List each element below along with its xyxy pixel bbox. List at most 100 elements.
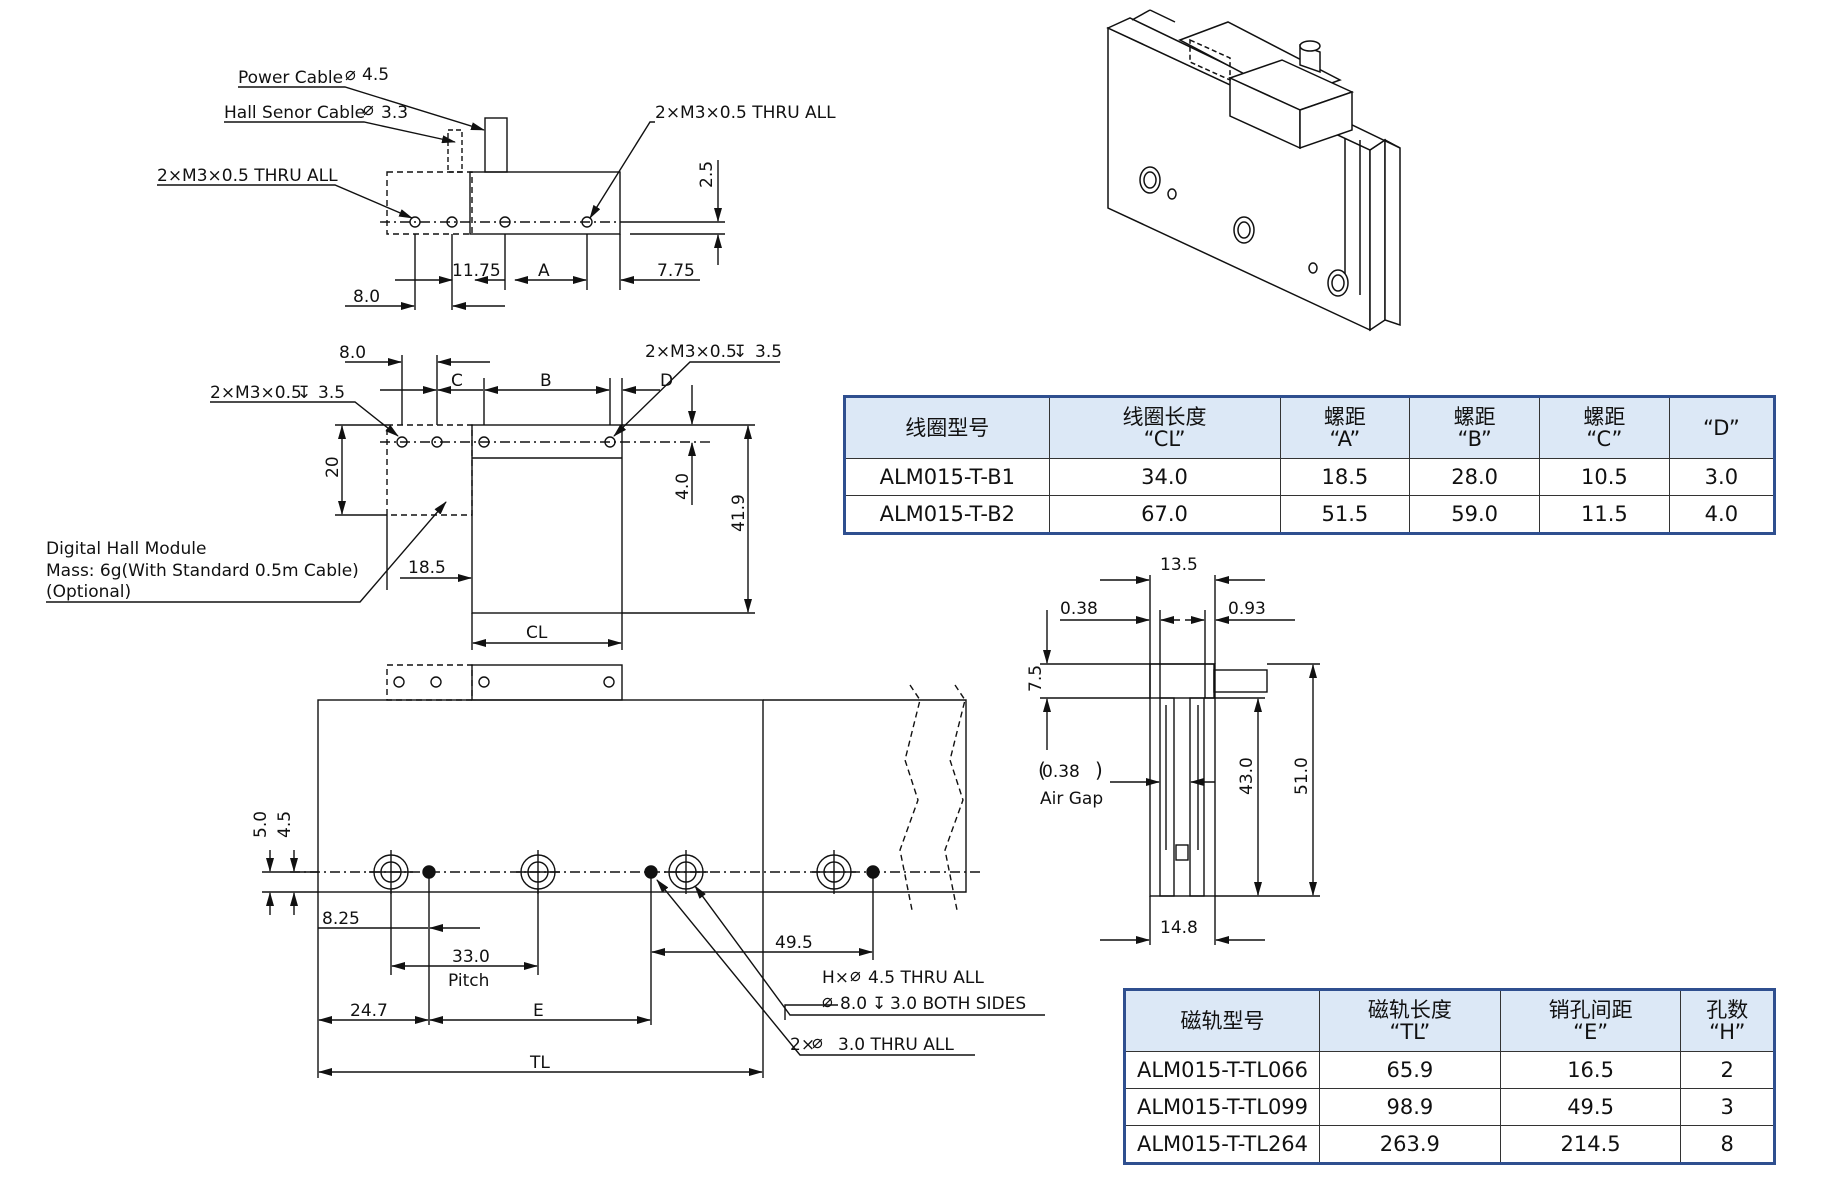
dim-cl: CL xyxy=(526,623,548,643)
isometric-model xyxy=(1106,9,1401,332)
table-cell: 49.5 xyxy=(1499,1088,1682,1126)
table-row: ALM015-T-B2 67.0 51.5 59.0 11.5 4.0 xyxy=(844,495,1776,534)
table-cell: 34.0 xyxy=(1048,458,1281,496)
table-cell: 214.5 xyxy=(1499,1125,1682,1164)
dim-a: A xyxy=(538,261,550,281)
pin-prefix: 2× xyxy=(790,1035,815,1055)
dim-24-7: 24.7 xyxy=(350,1001,388,1021)
hall-cable-label: Hall Senor Cable xyxy=(224,103,365,123)
paren-open: ( xyxy=(1038,758,1046,782)
dim-e: E xyxy=(533,1001,544,1021)
hall-cable-diameter: 3.3 xyxy=(381,103,408,123)
hall-module-title: Digital Hall Module xyxy=(46,539,206,559)
dim-14-8: 14.8 xyxy=(1160,918,1198,938)
dim-2-5: 2.5 xyxy=(697,161,717,188)
table-cell: ALM015-T-TL264 xyxy=(1124,1125,1320,1164)
table-header-row: 磁轨型号 磁轨长度“TL” 销孔间距“E” 孔数“H” xyxy=(1124,989,1775,1052)
table-cell: 98.9 xyxy=(1319,1088,1501,1126)
track-spec-table: 磁轨型号 磁轨长度“TL” 销孔间距“E” 孔数“H” ALM015-T-TL0… xyxy=(1123,988,1776,1165)
dim-11-75: 11.75 xyxy=(452,261,501,281)
cbore-depth: 3.0 BOTH SIDES xyxy=(890,994,1026,1014)
dim-4-0: 4.0 xyxy=(673,473,693,500)
table-cell: ALM015-T-B2 xyxy=(844,495,1050,534)
dim-5-0: 5.0 xyxy=(251,811,271,838)
dim-18-5: 18.5 xyxy=(408,558,446,578)
dim-tl: TL xyxy=(529,1053,550,1073)
table-header: 螺距“A” xyxy=(1279,396,1411,459)
dim-33-0: 33.0 xyxy=(452,947,490,967)
table-cell: 65.9 xyxy=(1319,1051,1501,1089)
thru-all-left-label: 2×M3×0.5 THRU ALL xyxy=(157,166,338,186)
dim-0-38-gap: 0.38 xyxy=(1042,762,1080,782)
dim-0-93: 0.93 xyxy=(1228,599,1266,619)
table-cell: 4.0 xyxy=(1668,495,1776,534)
depth-left-value: 3.5 xyxy=(318,383,345,403)
dim-20: 20 xyxy=(323,456,343,478)
coil-spec-table: 线圈型号 线圈长度“CL” 螺距“A” 螺距“B” 螺距“C” “D” ALM0… xyxy=(843,395,1776,535)
table-cell: ALM015-T-TL099 xyxy=(1124,1088,1320,1126)
dim-43-0: 43.0 xyxy=(1237,757,1257,795)
depth-right-label: 2×M3×0.5 xyxy=(645,342,737,362)
depth-icon: ↧ xyxy=(733,342,747,362)
coil-plan-view xyxy=(46,355,780,650)
h-prefix: H× xyxy=(822,968,849,988)
coil-top-view xyxy=(157,86,725,310)
table-header: 螺距“B” xyxy=(1409,396,1540,459)
table-header: 线圈长度“CL” xyxy=(1048,396,1281,459)
dim-0-38-top: 0.38 xyxy=(1060,599,1098,619)
table-header-row: 线圈型号 线圈长度“CL” 螺距“A” 螺距“B” 螺距“C” “D” xyxy=(844,396,1776,459)
paren-close: ) xyxy=(1095,758,1103,782)
cbore-value: 8.0 xyxy=(840,994,867,1014)
table-row: ALM015-T-TL066 65.9 16.5 2 xyxy=(1124,1051,1775,1089)
dim-51-0: 51.0 xyxy=(1292,757,1312,795)
depth-icon: ↧ xyxy=(297,383,311,403)
cross-section-view xyxy=(1040,575,1320,945)
h-thru-value: 4.5 THRU ALL xyxy=(868,968,984,988)
depth-left-label: 2×M3×0.5 xyxy=(210,383,302,403)
table-cell: 67.0 xyxy=(1048,495,1281,534)
table-cell: ALM015-T-TL066 xyxy=(1124,1051,1320,1089)
dim-41-9: 41.9 xyxy=(729,494,749,532)
power-cable-diameter: 4.5 xyxy=(362,65,389,85)
table-cell: 11.5 xyxy=(1539,495,1670,534)
table-header: 磁轨长度“TL” xyxy=(1319,989,1501,1052)
table-header: “D” xyxy=(1668,396,1776,459)
table-cell: 18.5 xyxy=(1279,458,1411,496)
table-row: ALM015-T-TL099 98.9 49.5 3 xyxy=(1124,1088,1775,1126)
pitch-label: Pitch xyxy=(448,971,489,991)
dim-7-5: 7.5 xyxy=(1026,665,1046,692)
table-cell: 8 xyxy=(1680,1125,1775,1164)
diameter-icon: ⌀ xyxy=(345,64,356,85)
table-header: 销孔间距“E” xyxy=(1499,989,1682,1052)
table-cell: 51.5 xyxy=(1279,495,1411,534)
hall-module-mass: Mass: 6g(With Standard 0.5m Cable) xyxy=(46,561,359,581)
diameter-icon: ⌀ xyxy=(363,99,374,120)
dim-13-5: 13.5 xyxy=(1160,555,1198,575)
hall-module-optional: (Optional) xyxy=(46,582,131,602)
table-cell: 16.5 xyxy=(1499,1051,1682,1089)
pin-value: 3.0 THRU ALL xyxy=(838,1035,954,1055)
power-cable-label: Power Cable xyxy=(238,68,343,88)
table-header: 线圈型号 xyxy=(844,396,1050,459)
table-header: 螺距“C” xyxy=(1539,396,1670,459)
dim-d: D xyxy=(660,371,673,391)
dim-8-25: 8.25 xyxy=(322,909,360,929)
diameter-icon: ⌀ xyxy=(812,1032,823,1053)
depth-icon: ↧ xyxy=(872,994,886,1014)
table-cell: 28.0 xyxy=(1409,458,1540,496)
table-cell: 10.5 xyxy=(1539,458,1670,496)
thru-all-right-label: 2×M3×0.5 THRU ALL xyxy=(655,103,836,123)
dim-b: B xyxy=(540,371,552,391)
table-cell: 263.9 xyxy=(1319,1125,1501,1164)
depth-right-value: 3.5 xyxy=(755,342,782,362)
dim-49-5: 49.5 xyxy=(775,933,813,953)
dim-8-0-top: 8.0 xyxy=(353,287,380,307)
table-cell: 3.0 xyxy=(1668,458,1776,496)
track-side-view xyxy=(262,664,1045,1078)
table-cell: 59.0 xyxy=(1409,495,1540,534)
table-row: ALM015-T-TL264 263.9 214.5 8 xyxy=(1124,1125,1775,1164)
table-cell: 2 xyxy=(1680,1051,1775,1089)
table-header: 孔数“H” xyxy=(1680,989,1775,1052)
table-cell: 3 xyxy=(1680,1088,1775,1126)
